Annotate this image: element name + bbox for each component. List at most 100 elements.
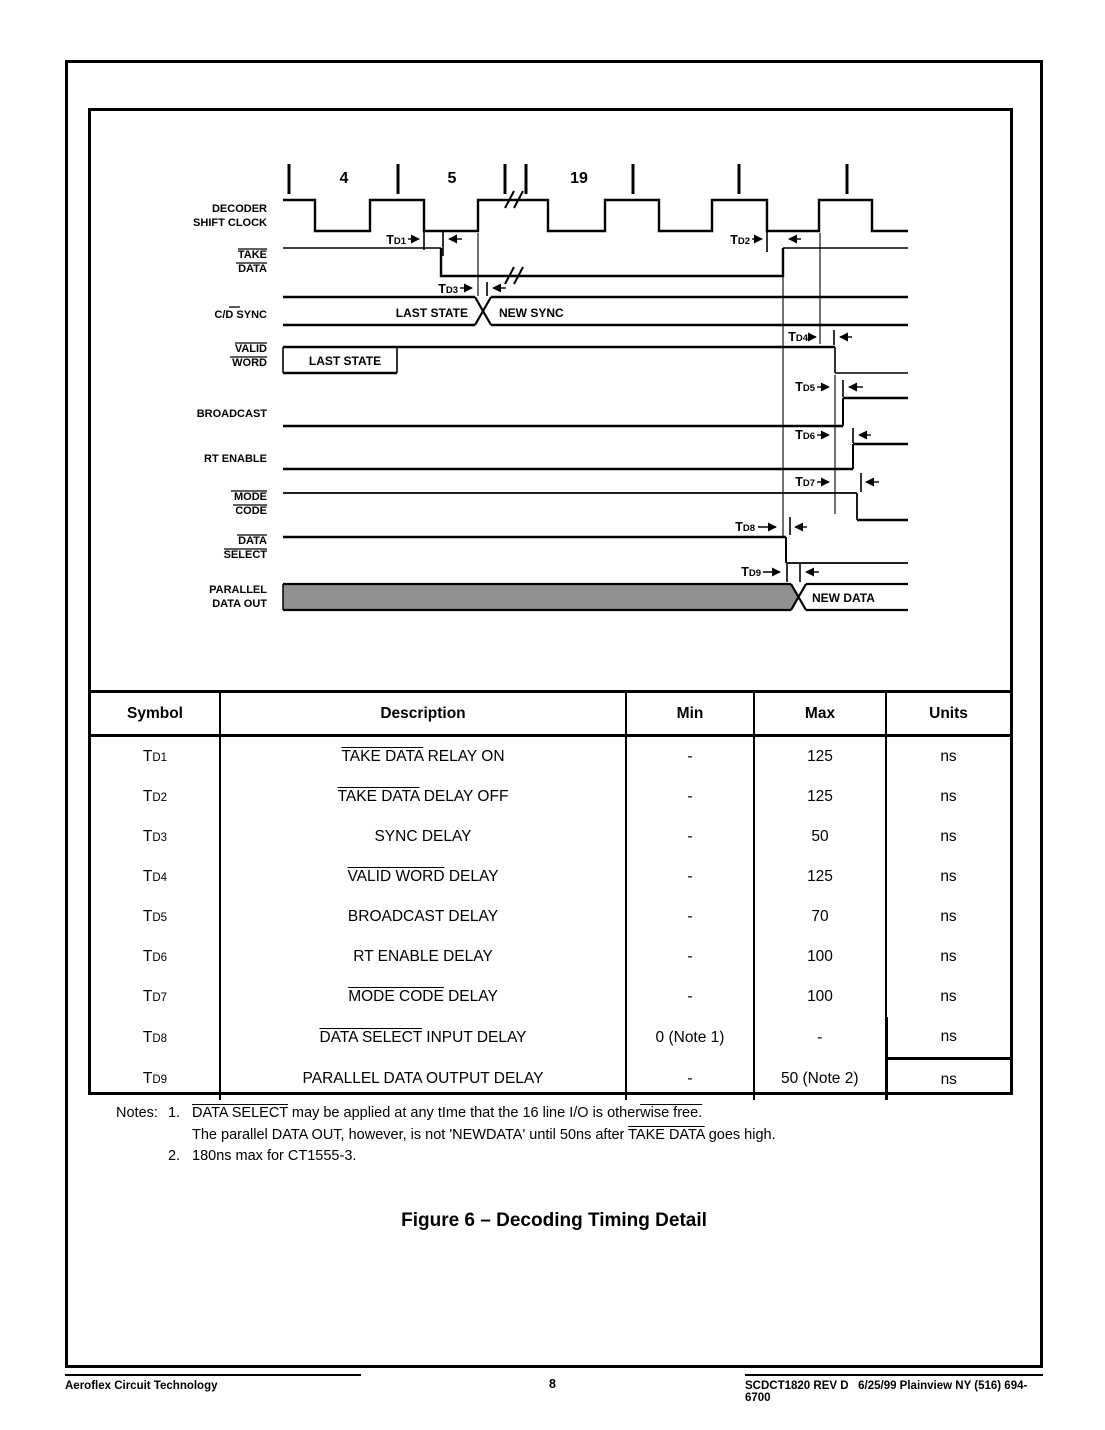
last-state-word-label: LAST STATE bbox=[309, 354, 381, 368]
table-row: TD6 RT ENABLE DELAY - 100 ns bbox=[91, 937, 1010, 977]
signal-labels: DECODER SHIFT CLOCK TAKE DATA C/D SYNC V… bbox=[193, 203, 267, 610]
min-cell: - bbox=[625, 1058, 754, 1100]
old-data-gray-bus bbox=[283, 585, 799, 609]
bit-ticks bbox=[287, 164, 849, 194]
mode-code-label-1: MODE bbox=[234, 491, 267, 503]
max-cell: 70 bbox=[753, 897, 886, 937]
table-row: TD9 PARALLEL DATA OUTPUT DELAY - 50 (Not… bbox=[91, 1057, 1010, 1100]
valid-word-waveform bbox=[282, 345, 908, 375]
units-cell: ns bbox=[884, 1057, 1010, 1100]
broadcast-label: BROADCAST bbox=[197, 408, 268, 420]
min-cell: - bbox=[625, 937, 754, 977]
description-cell: DATA SELECT INPUT DELAY bbox=[219, 1017, 626, 1059]
broadcast-waveform bbox=[283, 396, 908, 428]
bit-number-5: 5 bbox=[448, 170, 457, 187]
note-line-1: Notes:1.DATA SELECT may be applied at an… bbox=[116, 1103, 996, 1125]
data-select-waveform bbox=[283, 535, 908, 564]
take-data-label-2: DATA bbox=[238, 263, 267, 275]
description-cell: TAKE DATA RELAY ON bbox=[219, 735, 626, 777]
table-row: TD8 DATA SELECT INPUT DELAY 0 (Note 1) -… bbox=[91, 1017, 1010, 1059]
parallel-data-out-label-2: DATA OUT bbox=[212, 598, 267, 610]
description-cell: SYNC DELAY bbox=[219, 817, 626, 857]
table-row: TD4 VALID WORD DELAY - 125 ns bbox=[91, 857, 1010, 897]
decoder-shift-clock-label-2: SHIFT CLOCK bbox=[193, 217, 267, 229]
td6-diagram-label: TD6 bbox=[795, 428, 815, 442]
td5-diagram-label: TD5 bbox=[795, 380, 816, 394]
figure-table-box: 4 5 19 bbox=[88, 108, 1013, 1100]
decoder-shift-clock-waveform bbox=[283, 190, 908, 233]
units-cell: ns bbox=[885, 857, 1010, 897]
parallel-data-out-waveform bbox=[282, 582, 908, 612]
table-header-row: Symbol Description Min Max Units bbox=[91, 691, 1010, 737]
td7-diagram-label: TD7 bbox=[795, 475, 815, 489]
units-cell: ns bbox=[885, 897, 1010, 937]
table-row: TD1 TAKE DATA RELAY ON - 125 ns bbox=[91, 735, 1010, 777]
max-cell: 100 bbox=[753, 977, 886, 1017]
data-select-label-2: SELECT bbox=[224, 549, 268, 561]
new-data-label: NEW DATA bbox=[812, 591, 875, 605]
footer-page-number: 8 bbox=[549, 1377, 556, 1391]
figure-caption: Figure 6 – Decoding Timing Detail bbox=[401, 1210, 707, 1231]
symbol-cell: TD2 bbox=[142, 788, 168, 805]
units-cell: ns bbox=[885, 777, 1010, 817]
note-line-3: 2.180ns max for CT1555-3. bbox=[168, 1148, 357, 1164]
min-cell: - bbox=[625, 735, 754, 777]
symbol-cell: TD3 bbox=[142, 828, 168, 845]
notes-label: Notes: bbox=[116, 1105, 158, 1121]
max-cell: 50 (Note 2) bbox=[753, 1058, 886, 1100]
valid-word-label-2: WORD bbox=[232, 357, 267, 369]
min-cell: 0 (Note 1) bbox=[625, 1017, 754, 1059]
bit-number-4: 4 bbox=[340, 170, 349, 187]
rt-enable-waveform bbox=[283, 442, 908, 471]
symbol-cell: TD9 bbox=[142, 1070, 168, 1088]
description-cell: MODE CODE DELAY bbox=[219, 977, 626, 1017]
description-cell: VALID WORD DELAY bbox=[219, 857, 626, 897]
header-description: Description bbox=[219, 691, 626, 737]
max-cell: 50 bbox=[753, 817, 886, 857]
rt-enable-label: RT ENABLE bbox=[204, 453, 267, 465]
table-row: TD3 SYNC DELAY - 50 ns bbox=[91, 817, 1010, 857]
max-cell: 125 bbox=[753, 735, 886, 777]
td9-diagram-label: TD9 bbox=[741, 565, 761, 579]
min-cell: - bbox=[625, 777, 754, 817]
footer-doc-info: SCDCT1820 REV D 6/25/99 Plainview NY (51… bbox=[745, 1374, 1043, 1404]
note-line-2: The parallel DATA OUT, however, is not '… bbox=[192, 1126, 776, 1143]
cd-sync-label: C/D SYNC bbox=[214, 309, 267, 321]
min-cell: - bbox=[625, 897, 754, 937]
symbol-cell: TD5 bbox=[142, 908, 168, 925]
td4-diagram-label: TD4 bbox=[788, 330, 809, 344]
units-cell: ns bbox=[885, 937, 1010, 977]
header-units: Units bbox=[885, 691, 1010, 737]
description-cell: PARALLEL DATA OUTPUT DELAY bbox=[219, 1058, 626, 1100]
data-select-label-1: DATA bbox=[238, 535, 267, 547]
symbol-cell: TD1 bbox=[142, 748, 168, 765]
timing-diagram-svg: 4 5 19 bbox=[193, 164, 908, 612]
description-cell: TAKE DATA DELAY OFF bbox=[219, 777, 626, 817]
symbol-cell: TD8 bbox=[142, 1028, 168, 1046]
description-cell: RT ENABLE DELAY bbox=[219, 937, 626, 977]
max-cell: 125 bbox=[753, 777, 886, 817]
table-row: TD2 TAKE DATA DELAY OFF - 125 ns bbox=[91, 777, 1010, 817]
min-cell: - bbox=[625, 817, 754, 857]
symbol-cell: TD7 bbox=[142, 988, 168, 1005]
mode-code-label-2: CODE bbox=[235, 505, 267, 517]
td3-diagram-label: TD3 bbox=[438, 282, 458, 296]
bit-number-19: 19 bbox=[570, 170, 588, 187]
td8-diagram-label: TD8 bbox=[735, 520, 755, 534]
symbol-cell: TD4 bbox=[142, 868, 168, 885]
min-cell: - bbox=[625, 857, 754, 897]
header-symbol: Symbol bbox=[91, 691, 220, 737]
units-cell: ns bbox=[885, 817, 1010, 857]
last-state-sync-label: LAST STATE bbox=[396, 306, 468, 320]
td1-diagram-label: TD1 bbox=[386, 233, 407, 247]
min-cell: - bbox=[625, 977, 754, 1017]
header-min: Min bbox=[625, 691, 754, 737]
decoder-shift-clock-label-1: DECODER bbox=[212, 203, 267, 215]
units-cell: ns bbox=[885, 735, 1010, 777]
timing-table: Symbol Description Min Max Units TD1 TAK… bbox=[91, 690, 1010, 1100]
take-data-label-1: TAKE bbox=[238, 249, 267, 261]
max-cell: - bbox=[753, 1017, 886, 1059]
new-sync-label: NEW SYNC bbox=[499, 306, 564, 320]
td2-diagram-label: TD2 bbox=[730, 233, 750, 247]
